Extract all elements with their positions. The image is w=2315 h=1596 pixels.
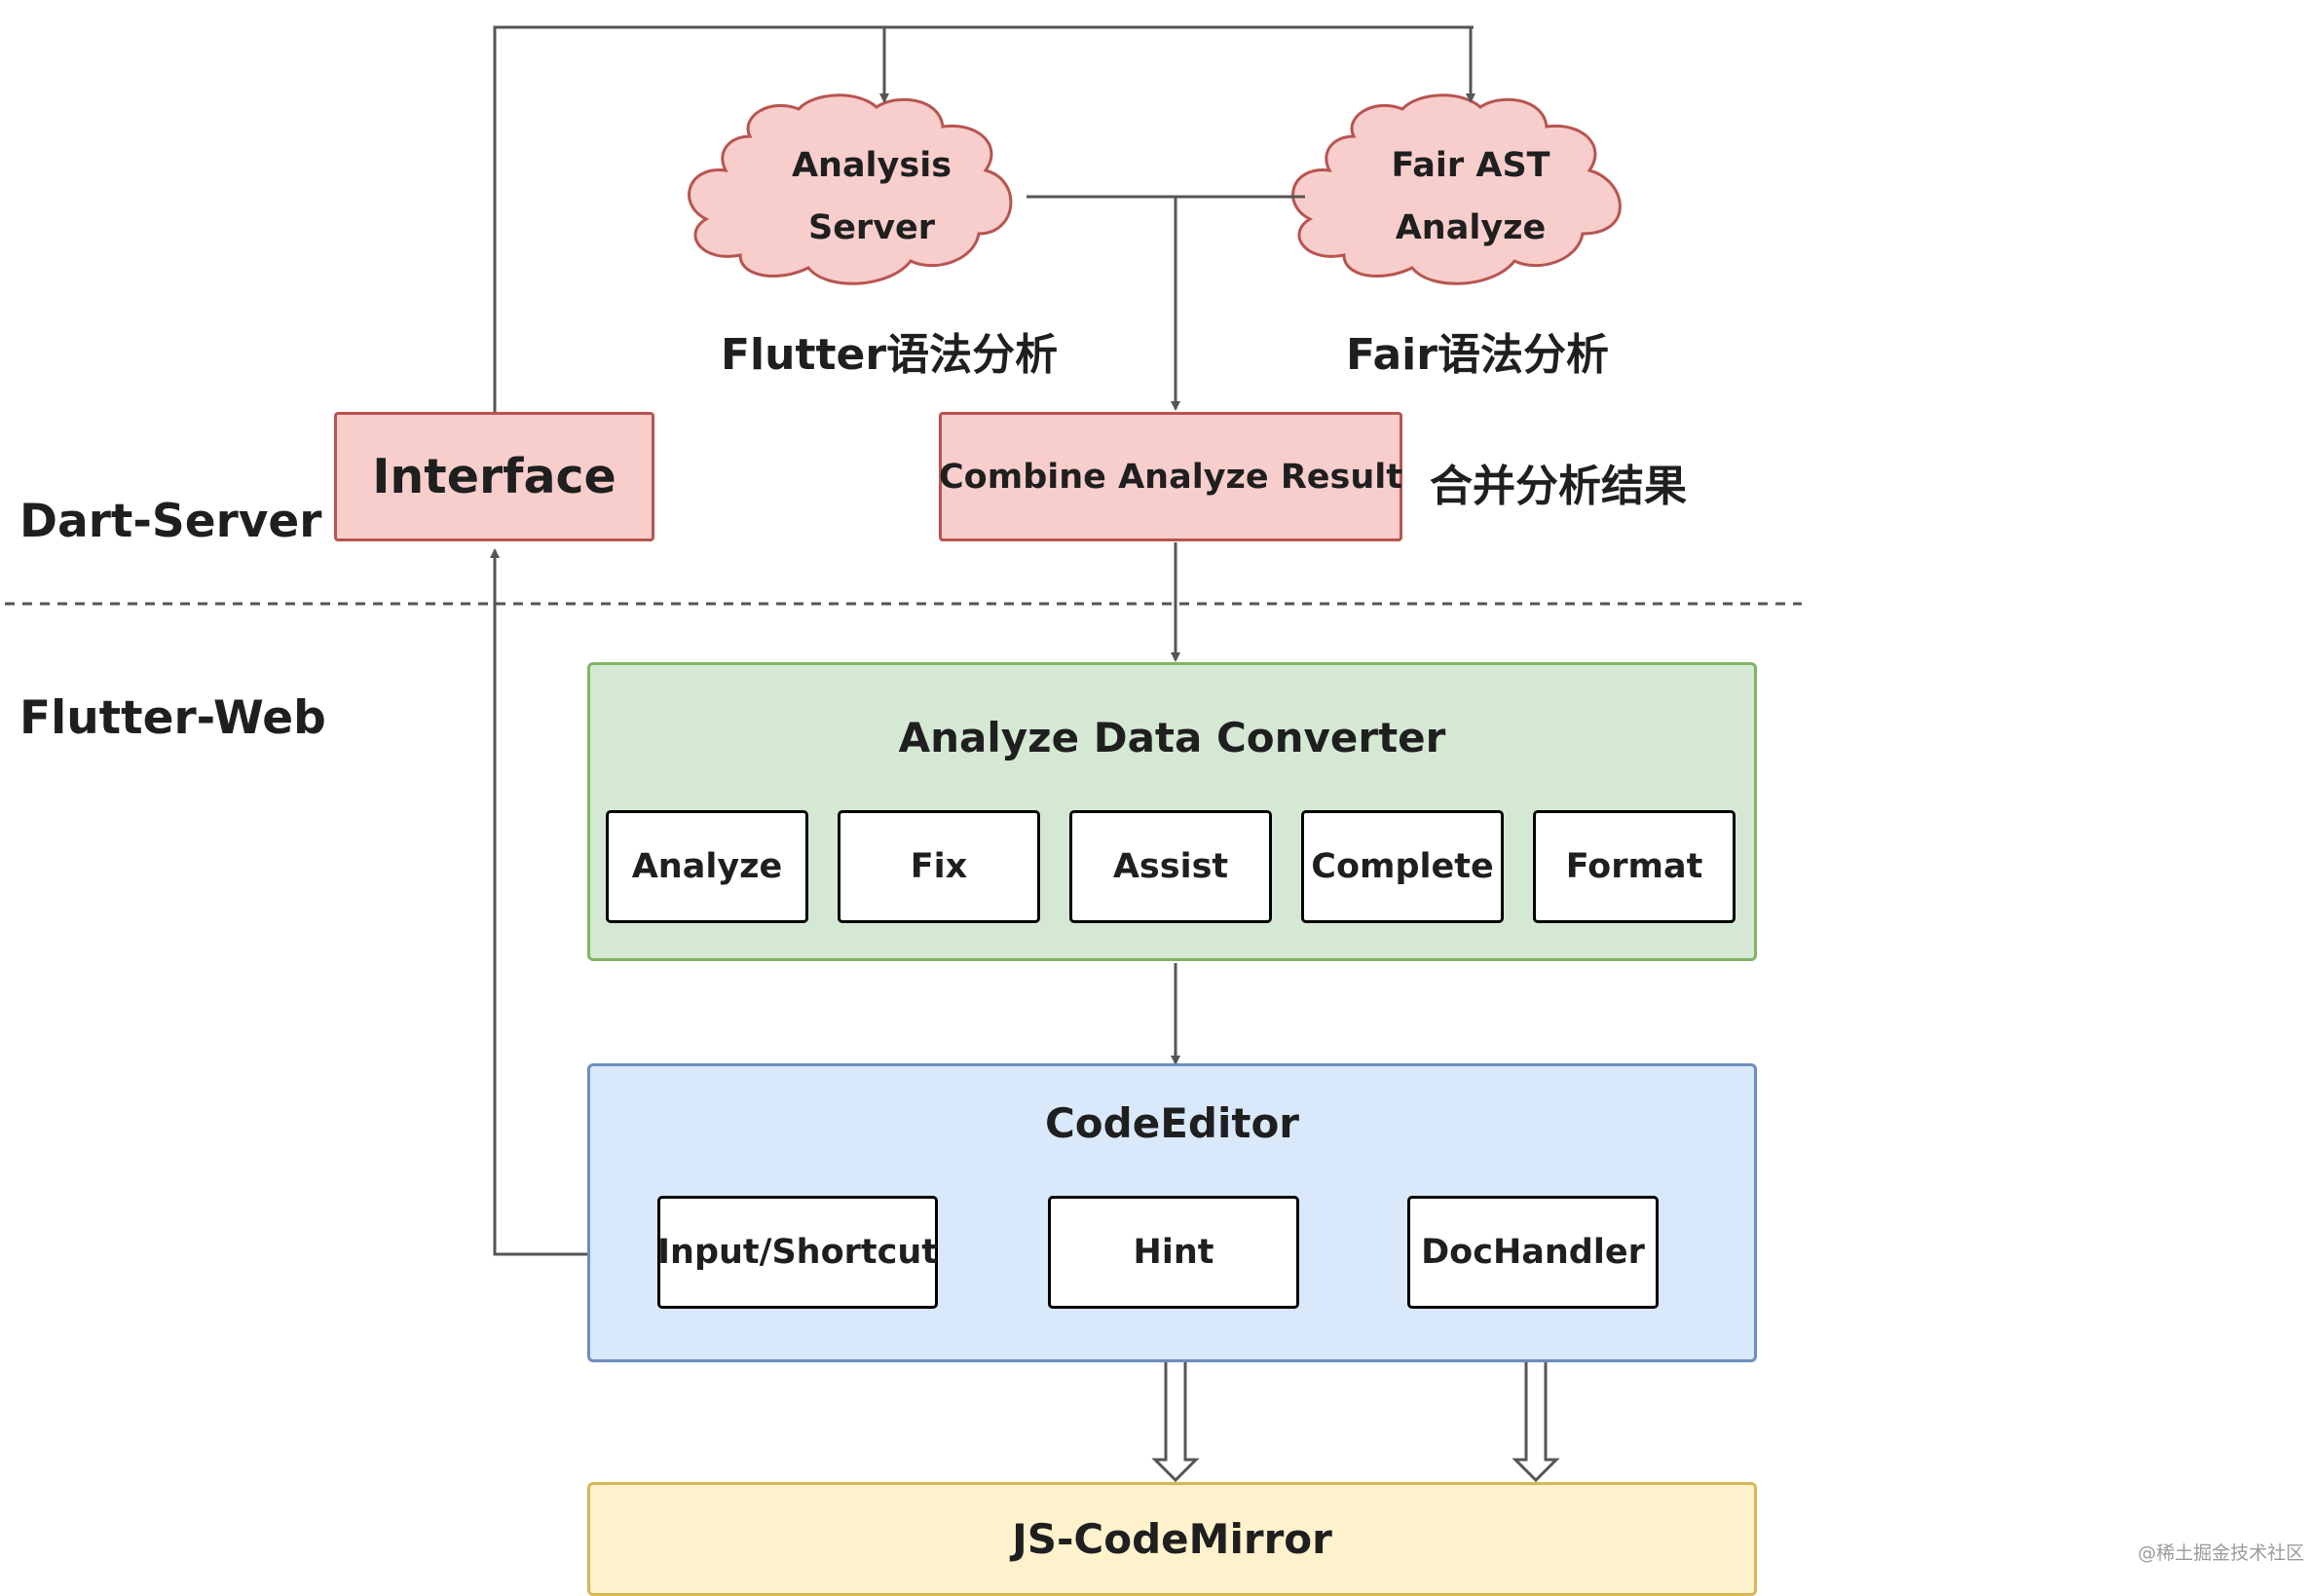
editor-item-input-shortcut: Input/Shortcut	[657, 1196, 938, 1309]
converter-item-complete: Complete	[1301, 810, 1504, 923]
analysis-server-label: Analysis Server	[760, 134, 984, 259]
interface-label: Interface	[372, 449, 616, 504]
combine-analyze-result-box: Combine Analyze Result	[939, 412, 1402, 541]
fair-ast-line2: Analyze	[1395, 208, 1547, 247]
combine-caption: 合并分析结果	[1430, 462, 1687, 511]
editor-item-hint: Hint	[1048, 1196, 1299, 1309]
analysis-server-line2: Server	[807, 208, 936, 247]
watermark: @稀土掘金技术社区	[2138, 1542, 2305, 1564]
converter-item-fix: Fix	[838, 810, 1040, 923]
flutter-analysis-caption: Flutter语法分析	[721, 330, 1059, 380]
converter-item-assist: Assist	[1069, 810, 1272, 923]
analysis-server-line1: Analysis	[791, 146, 952, 185]
js-codemirror-label: JS-CodeMirror	[1012, 1515, 1332, 1563]
analyze-data-converter-title: Analyze Data Converter	[898, 714, 1446, 761]
editor-item-dochandler: DocHandler	[1407, 1196, 1659, 1309]
editor-item-label: Hint	[1133, 1233, 1214, 1272]
fair-ast-line1: Fair AST	[1391, 146, 1550, 185]
dart-server-section-label: Dart-Server	[19, 495, 322, 548]
fair-analysis-caption: Fair语法分析	[1346, 330, 1609, 380]
converter-item-label: Complete	[1311, 847, 1494, 886]
converter-item-label: Format	[1565, 847, 1703, 886]
editor-item-label: DocHandler	[1421, 1233, 1645, 1272]
fair-ast-cloud	[1291, 93, 1622, 285]
editor-item-label: Input/Shortcut	[657, 1233, 938, 1272]
combine-analyze-result-label: Combine Analyze Result	[939, 457, 1402, 497]
code-editor-title: CodeEditor	[1044, 1099, 1300, 1147]
analysis-server-cloud	[688, 93, 1013, 285]
converter-item-label: Analyze	[631, 847, 783, 886]
converter-item-label: Fix	[910, 847, 968, 886]
converter-item-format: Format	[1533, 810, 1736, 923]
flutter-web-section-label: Flutter-Web	[19, 691, 326, 745]
converter-item-analyze: Analyze	[606, 810, 808, 923]
converter-item-label: Assist	[1112, 847, 1229, 886]
interface-to-clouds-connector	[493, 25, 1474, 412]
js-codemirror-box: JS-CodeMirror	[587, 1482, 1757, 1596]
fair-ast-label: Fair AST Analyze	[1359, 134, 1583, 259]
interface-box: Interface	[334, 412, 654, 541]
